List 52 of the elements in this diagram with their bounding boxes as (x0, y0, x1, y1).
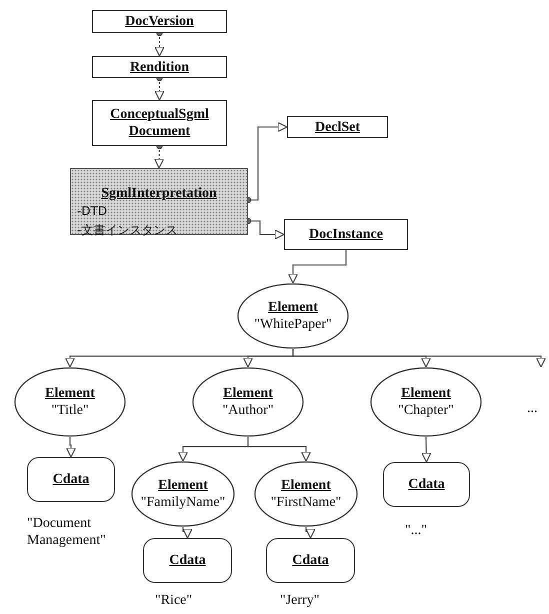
class-name: Element (268, 299, 318, 316)
class-box (70, 168, 248, 235)
class-name: SgmlInterpretation (100, 185, 218, 202)
text-value: "..." (405, 522, 428, 539)
element-value: "FirstName" (270, 494, 342, 511)
text-value: "Jerry" (280, 592, 320, 609)
attribute-text: -文書インスタンス (77, 222, 178, 239)
arrow (305, 527, 316, 539)
element-ellipse (254, 461, 358, 527)
text-value: "Rice" (155, 592, 194, 609)
cdata-box (266, 538, 355, 583)
class-box (287, 116, 388, 138)
text-value: "Document Management" (27, 515, 107, 549)
class-name: DocVersion (125, 13, 194, 30)
class-name: Cdata (408, 476, 445, 493)
element-value: "WhitePaper" (254, 316, 332, 333)
class-name: Element (281, 477, 331, 494)
arrow (292, 349, 546, 368)
class-name: Element (223, 385, 273, 402)
class-name: Cdata (52, 471, 90, 488)
element-value: "Chapter" (398, 402, 454, 419)
element-value: "Author" (222, 402, 274, 419)
element-ellipse (370, 367, 482, 437)
element-ellipse (131, 461, 235, 527)
class-name: Rendition (130, 58, 190, 76)
class-box (92, 10, 227, 33)
element-value: "Title" (51, 402, 89, 419)
cdata-box (143, 538, 232, 583)
class-name: Element (401, 385, 451, 402)
element-ellipse (192, 367, 304, 437)
class-name: Element (45, 385, 95, 402)
attribute-text: -DTD (77, 203, 108, 220)
arrow (182, 527, 193, 539)
arrow (288, 250, 347, 284)
element-ellipse (237, 283, 349, 349)
arrow (66, 437, 76, 458)
cdata-box (383, 462, 470, 507)
element-value: "FamilyName" (140, 494, 226, 511)
arrow (247, 437, 312, 462)
class-box (92, 56, 227, 78)
ellipsis-text: ... (527, 400, 538, 417)
cdata-box (27, 457, 115, 502)
class-box (92, 100, 227, 146)
class-name: Cdata (292, 552, 329, 569)
element-ellipse (14, 367, 126, 437)
class-name: Element (158, 477, 208, 494)
class-name: ConceptualSgml Document (109, 106, 210, 140)
arrow (421, 436, 432, 463)
class-name: Cdata (169, 552, 206, 569)
class-box (284, 219, 408, 250)
class-name: DeclSet (314, 118, 360, 136)
class-name: DocInstance (309, 226, 383, 243)
